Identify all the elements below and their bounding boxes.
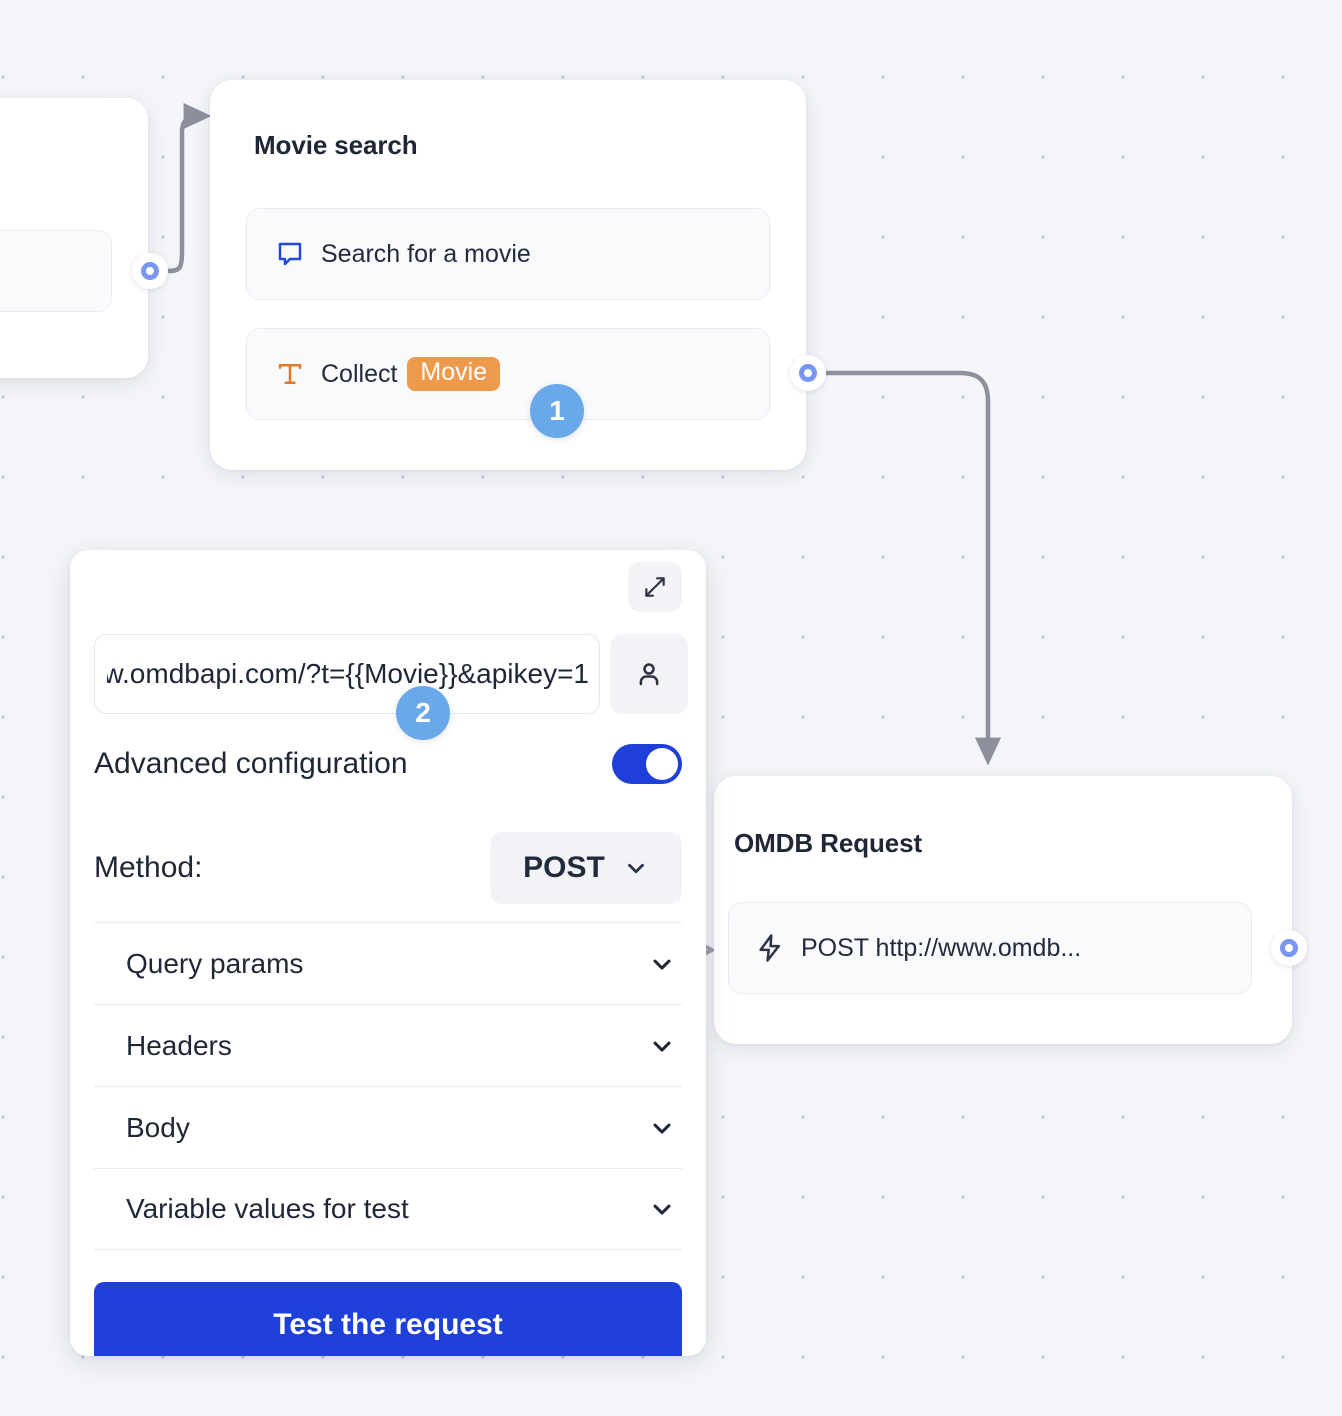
node-row-collect-movie[interactable]: Collect Movie <box>246 328 770 420</box>
port-movie-search-output[interactable] <box>790 355 826 391</box>
accordion-list: Query params Headers Body <box>94 922 682 1250</box>
accordion-body[interactable]: Body <box>94 1086 682 1168</box>
accordion-label: Variable values for test <box>126 1193 409 1224</box>
chevron-down-icon <box>623 855 649 881</box>
method-label: Method: <box>94 851 203 884</box>
request-config-panel[interactable]: Advanced configuration Method: POST Quer… <box>70 550 706 1356</box>
port-previous-output[interactable] <box>132 253 168 289</box>
edge-previous-to-movie-search <box>165 102 212 274</box>
node-row-label: Collect Movie <box>321 357 501 391</box>
node-movie-search[interactable]: Movie search Search for a movie <box>210 80 806 470</box>
node-row-label: POST http://www.omdb... <box>801 933 1082 962</box>
accordion-variable-values-for-test[interactable]: Variable values for test <box>94 1168 682 1250</box>
accordion-headers[interactable]: Headers <box>94 1004 682 1086</box>
chevron-down-icon <box>648 1032 676 1060</box>
node-movie-search-title: Movie search <box>254 130 418 160</box>
step-badge-2: 2 <box>396 686 450 740</box>
advanced-configuration-toggle[interactable] <box>612 744 682 784</box>
accordion-label: Body <box>126 1111 190 1143</box>
node-row-post-request[interactable]: POST http://www.omdb... <box>728 902 1252 994</box>
advanced-configuration-row: Advanced configuration <box>94 744 682 784</box>
previous-node-row[interactable] <box>0 230 112 312</box>
node-row-label: Search for a movie <box>321 239 531 268</box>
variable-badge-movie[interactable]: Movie <box>407 357 501 391</box>
method-select-value: POST <box>523 851 605 884</box>
accordion-label: Query params <box>126 947 304 979</box>
message-bubble-icon <box>275 239 305 269</box>
expand-button[interactable] <box>628 562 682 612</box>
chevron-down-icon <box>648 1195 676 1223</box>
url-area <box>94 634 688 714</box>
chevron-down-icon <box>648 1114 676 1142</box>
previous-node-partial[interactable] <box>0 98 148 378</box>
test-the-request-button[interactable]: Test the request <box>94 1282 682 1356</box>
text-t-icon <box>275 359 305 389</box>
accordion-label: Headers <box>126 1029 232 1061</box>
node-row-label-text: Collect <box>321 359 398 388</box>
method-row: Method: POST <box>94 832 682 904</box>
chevron-down-icon <box>648 950 676 978</box>
advanced-configuration-label: Advanced configuration <box>94 747 408 780</box>
node-omdb-request-title: OMDB Request <box>734 828 923 858</box>
method-select[interactable]: POST <box>490 832 682 904</box>
person-icon <box>634 659 664 689</box>
request-url-input[interactable] <box>94 634 600 714</box>
port-omdb-output[interactable] <box>1271 930 1307 966</box>
accordion-query-params[interactable]: Query params <box>94 922 682 1004</box>
edge-movie-search-to-omdb <box>823 370 1002 766</box>
node-row-search-for-a-movie[interactable]: Search for a movie <box>246 208 770 300</box>
user-variable-button[interactable] <box>610 634 688 714</box>
expand-diagonal-icon <box>642 574 668 600</box>
step-badge-1: 1 <box>530 384 584 438</box>
node-omdb-request[interactable]: OMDB Request POST http://www.omdb... <box>714 776 1292 1044</box>
lightning-bolt-icon <box>755 933 785 963</box>
